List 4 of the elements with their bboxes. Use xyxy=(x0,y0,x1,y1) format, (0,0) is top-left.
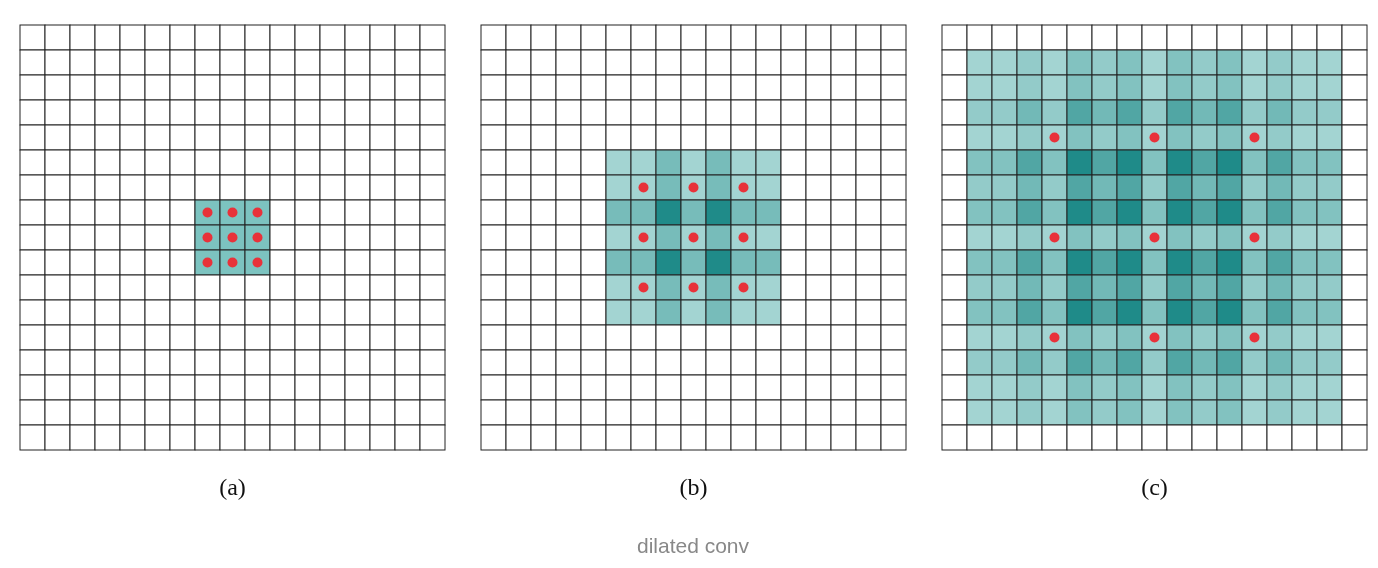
panel-label: (c) xyxy=(1141,474,1168,501)
panel-label: (a) xyxy=(219,474,246,501)
caption: dilated conv xyxy=(636,534,750,558)
panel-label: (b) xyxy=(679,474,708,501)
